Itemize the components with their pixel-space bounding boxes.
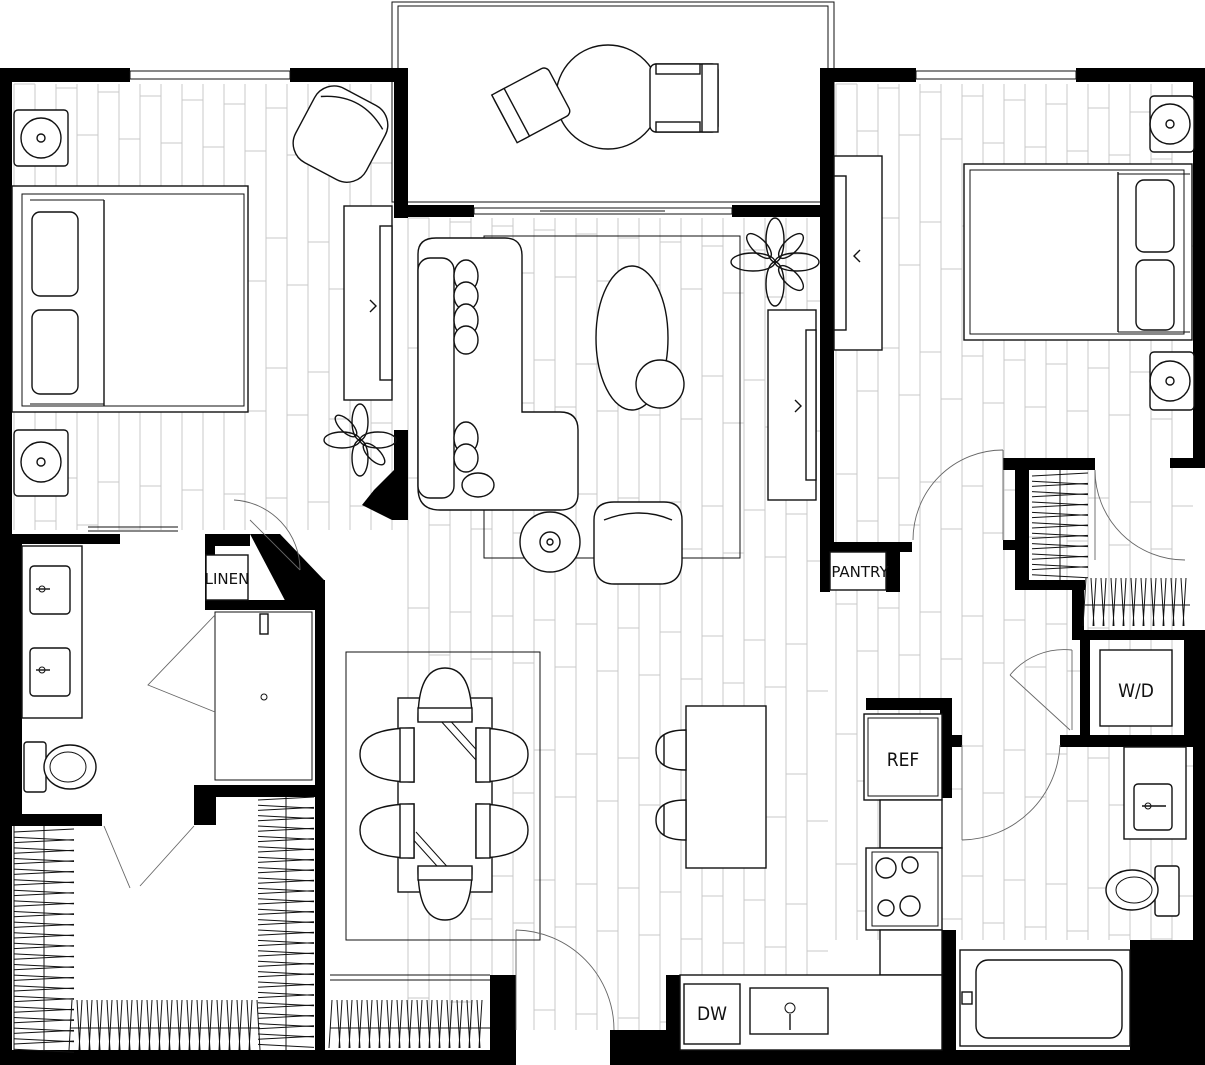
right-bathroom (959, 744, 1187, 1047)
dining-rug (345, 651, 541, 941)
dining-table (397, 697, 493, 893)
bed-left (11, 185, 249, 413)
balcony-table (555, 44, 661, 150)
armchair-left-bedroom (292, 85, 389, 183)
bed-right (963, 163, 1193, 341)
left-bathroom: LINEN (21, 545, 313, 889)
tv-console (767, 309, 817, 501)
shower-left (214, 611, 313, 781)
sofa (417, 237, 579, 511)
ottoman (635, 359, 685, 409)
dining-chairs (359, 667, 529, 921)
living-area (417, 217, 820, 585)
accent-chair (593, 501, 683, 585)
pantry: PANTRY (829, 551, 890, 591)
walls (0, 68, 1205, 1065)
side-table (519, 511, 581, 573)
balcony (391, 1, 835, 203)
sink (749, 987, 829, 1035)
refrigerator (863, 713, 943, 801)
toilet-right (1105, 865, 1180, 917)
dresser-right-bedroom (833, 155, 883, 351)
kitchen: REF DW (515, 705, 943, 1051)
hall-closet (328, 974, 490, 1049)
left-bedroom (11, 85, 397, 571)
wd-label: W/D (1118, 680, 1154, 702)
balcony-chair-left (490, 67, 571, 144)
linen-closet (205, 554, 249, 601)
right-bedroom (833, 95, 1195, 561)
right-closet (1031, 470, 1190, 627)
windows (129, 70, 1077, 215)
left-walkin-closet (13, 796, 315, 1053)
dishwasher (683, 983, 741, 1045)
laundry: W/D (1009, 649, 1173, 731)
dw-label: DW (697, 1003, 727, 1025)
plant-left (323, 403, 397, 477)
plant-right (730, 217, 820, 307)
dining-area (345, 651, 541, 941)
ref-label: REF (887, 749, 920, 771)
toilet-left (23, 741, 97, 793)
kitchen-island (685, 705, 767, 869)
dresser-left-bedroom (343, 205, 393, 401)
balcony-chair-right (649, 63, 719, 133)
linen-label: LINEN (205, 570, 250, 588)
nightstand-bottom (13, 429, 69, 497)
bathtub (959, 949, 1131, 1047)
pantry-label: PANTRY (831, 563, 889, 581)
bar-stools (655, 729, 687, 841)
